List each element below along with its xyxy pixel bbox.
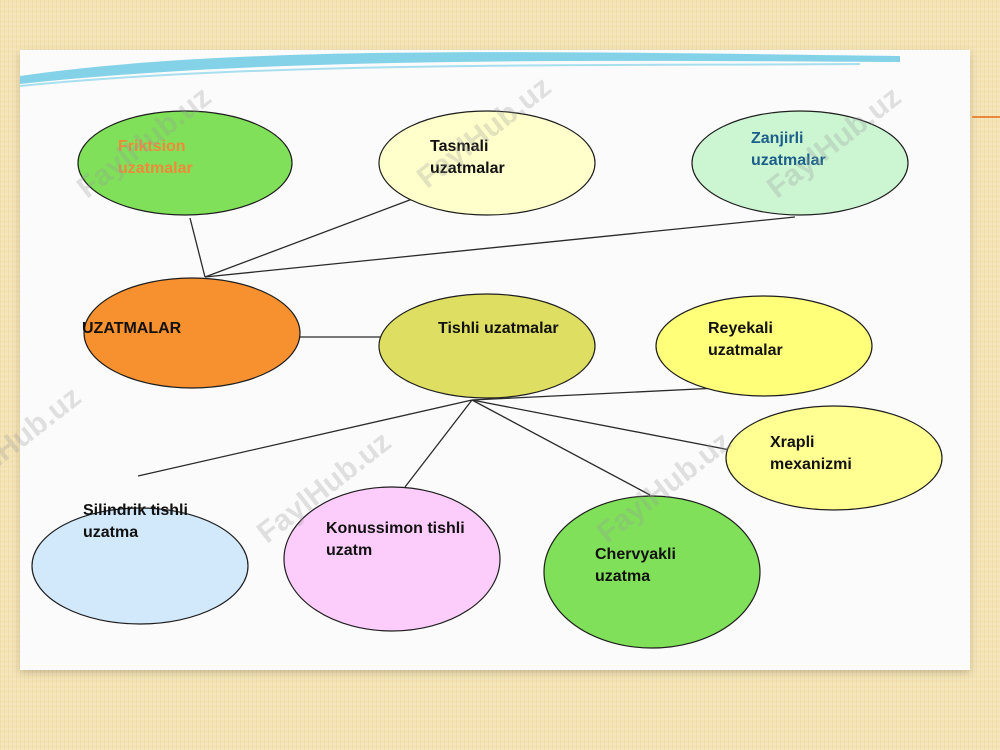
node-tishli-shape <box>378 293 596 399</box>
node-silindrik[interactable]: Silindrik tishli uzatma <box>31 502 249 625</box>
node-konussimon-label-line: uzatm <box>326 542 372 559</box>
node-friktsion[interactable]: Friktsion uzatmalar <box>77 110 293 216</box>
node-uzatmalar[interactable]: UZATMALAR <box>82 277 301 389</box>
node-chervyakli-shape <box>543 495 761 649</box>
node-zanjirli-shape <box>691 110 909 216</box>
node-chervyakli-label-line: Chervyakli <box>595 546 676 563</box>
nodes-layer: FriktsionuzatmalarTasmaliuzatmalarZanjir… <box>31 110 943 649</box>
node-silindrik-shape <box>31 507 249 625</box>
edge-tishli-xrapli <box>471 399 731 451</box>
node-tasmali-label-line: uzatmalar <box>430 160 505 177</box>
edge-tishli-reyekali <box>471 387 719 401</box>
node-zanjirli-label-line: uzatmalar <box>751 152 826 169</box>
node-tasmali[interactable]: Tasmali uzatmalar <box>378 110 596 216</box>
node-silindrik-label-line: Silindrik tishli <box>83 502 188 519</box>
edge-tishli-silindrik <box>137 399 473 477</box>
node-friktsion-label-line: Friktsion <box>118 138 186 155</box>
node-tishli-label-line: Tishli uzatmalar <box>438 320 559 337</box>
decorative-swoosh-light <box>19 63 861 87</box>
node-konussimon-shape <box>283 486 501 632</box>
node-tasmali-shape <box>378 110 596 216</box>
node-xrapli-label-line: Xrapli <box>770 434 814 451</box>
node-silindrik-label-line: uzatma <box>83 524 138 541</box>
node-reyekali[interactable]: Reyekali uzatmalar <box>655 295 873 397</box>
node-friktsion-label-line: uzatmalar <box>118 160 193 177</box>
edge-uzatmalar-friktsion <box>189 217 206 278</box>
node-reyekali-label-line: uzatmalar <box>708 342 783 359</box>
node-xrapli[interactable]: Xrapli mexanizmi <box>725 405 943 511</box>
node-reyekali-shape <box>655 295 873 397</box>
edge-tishli-konussimon <box>404 399 473 488</box>
node-friktsion-shape <box>77 110 293 216</box>
node-zanjirli[interactable]: Zanjirli uzatmalar <box>691 110 909 216</box>
node-uzatmalar-shape <box>83 277 301 389</box>
node-konussimon-label-line: Konussimon tishli <box>326 520 465 537</box>
node-chervyakli-label-line: uzatma <box>595 568 650 585</box>
node-tasmali-label-line: Tasmali <box>430 138 488 155</box>
node-zanjirli-label-line: Zanjirli <box>751 130 803 147</box>
edge-uzatmalar-zanjirli <box>204 216 796 278</box>
node-xrapli-shape <box>725 405 943 511</box>
node-reyekali-label-line: Reyekali <box>708 320 773 337</box>
node-konussimon[interactable]: Konussimon tishli uzatm <box>283 486 501 632</box>
node-tishli[interactable]: Tishli uzatmalar <box>378 293 596 399</box>
edge-uzatmalar-tasmali <box>204 197 416 278</box>
edge-tishli-chervyakli <box>471 399 651 496</box>
edges-layer <box>137 197 796 496</box>
node-uzatmalar-label-line: UZATMALAR <box>82 320 182 337</box>
node-xrapli-label-line: mexanizmi <box>770 456 852 473</box>
decorative-swoosh <box>20 52 900 84</box>
node-chervyakli[interactable]: Chervyakli uzatma <box>543 495 761 649</box>
